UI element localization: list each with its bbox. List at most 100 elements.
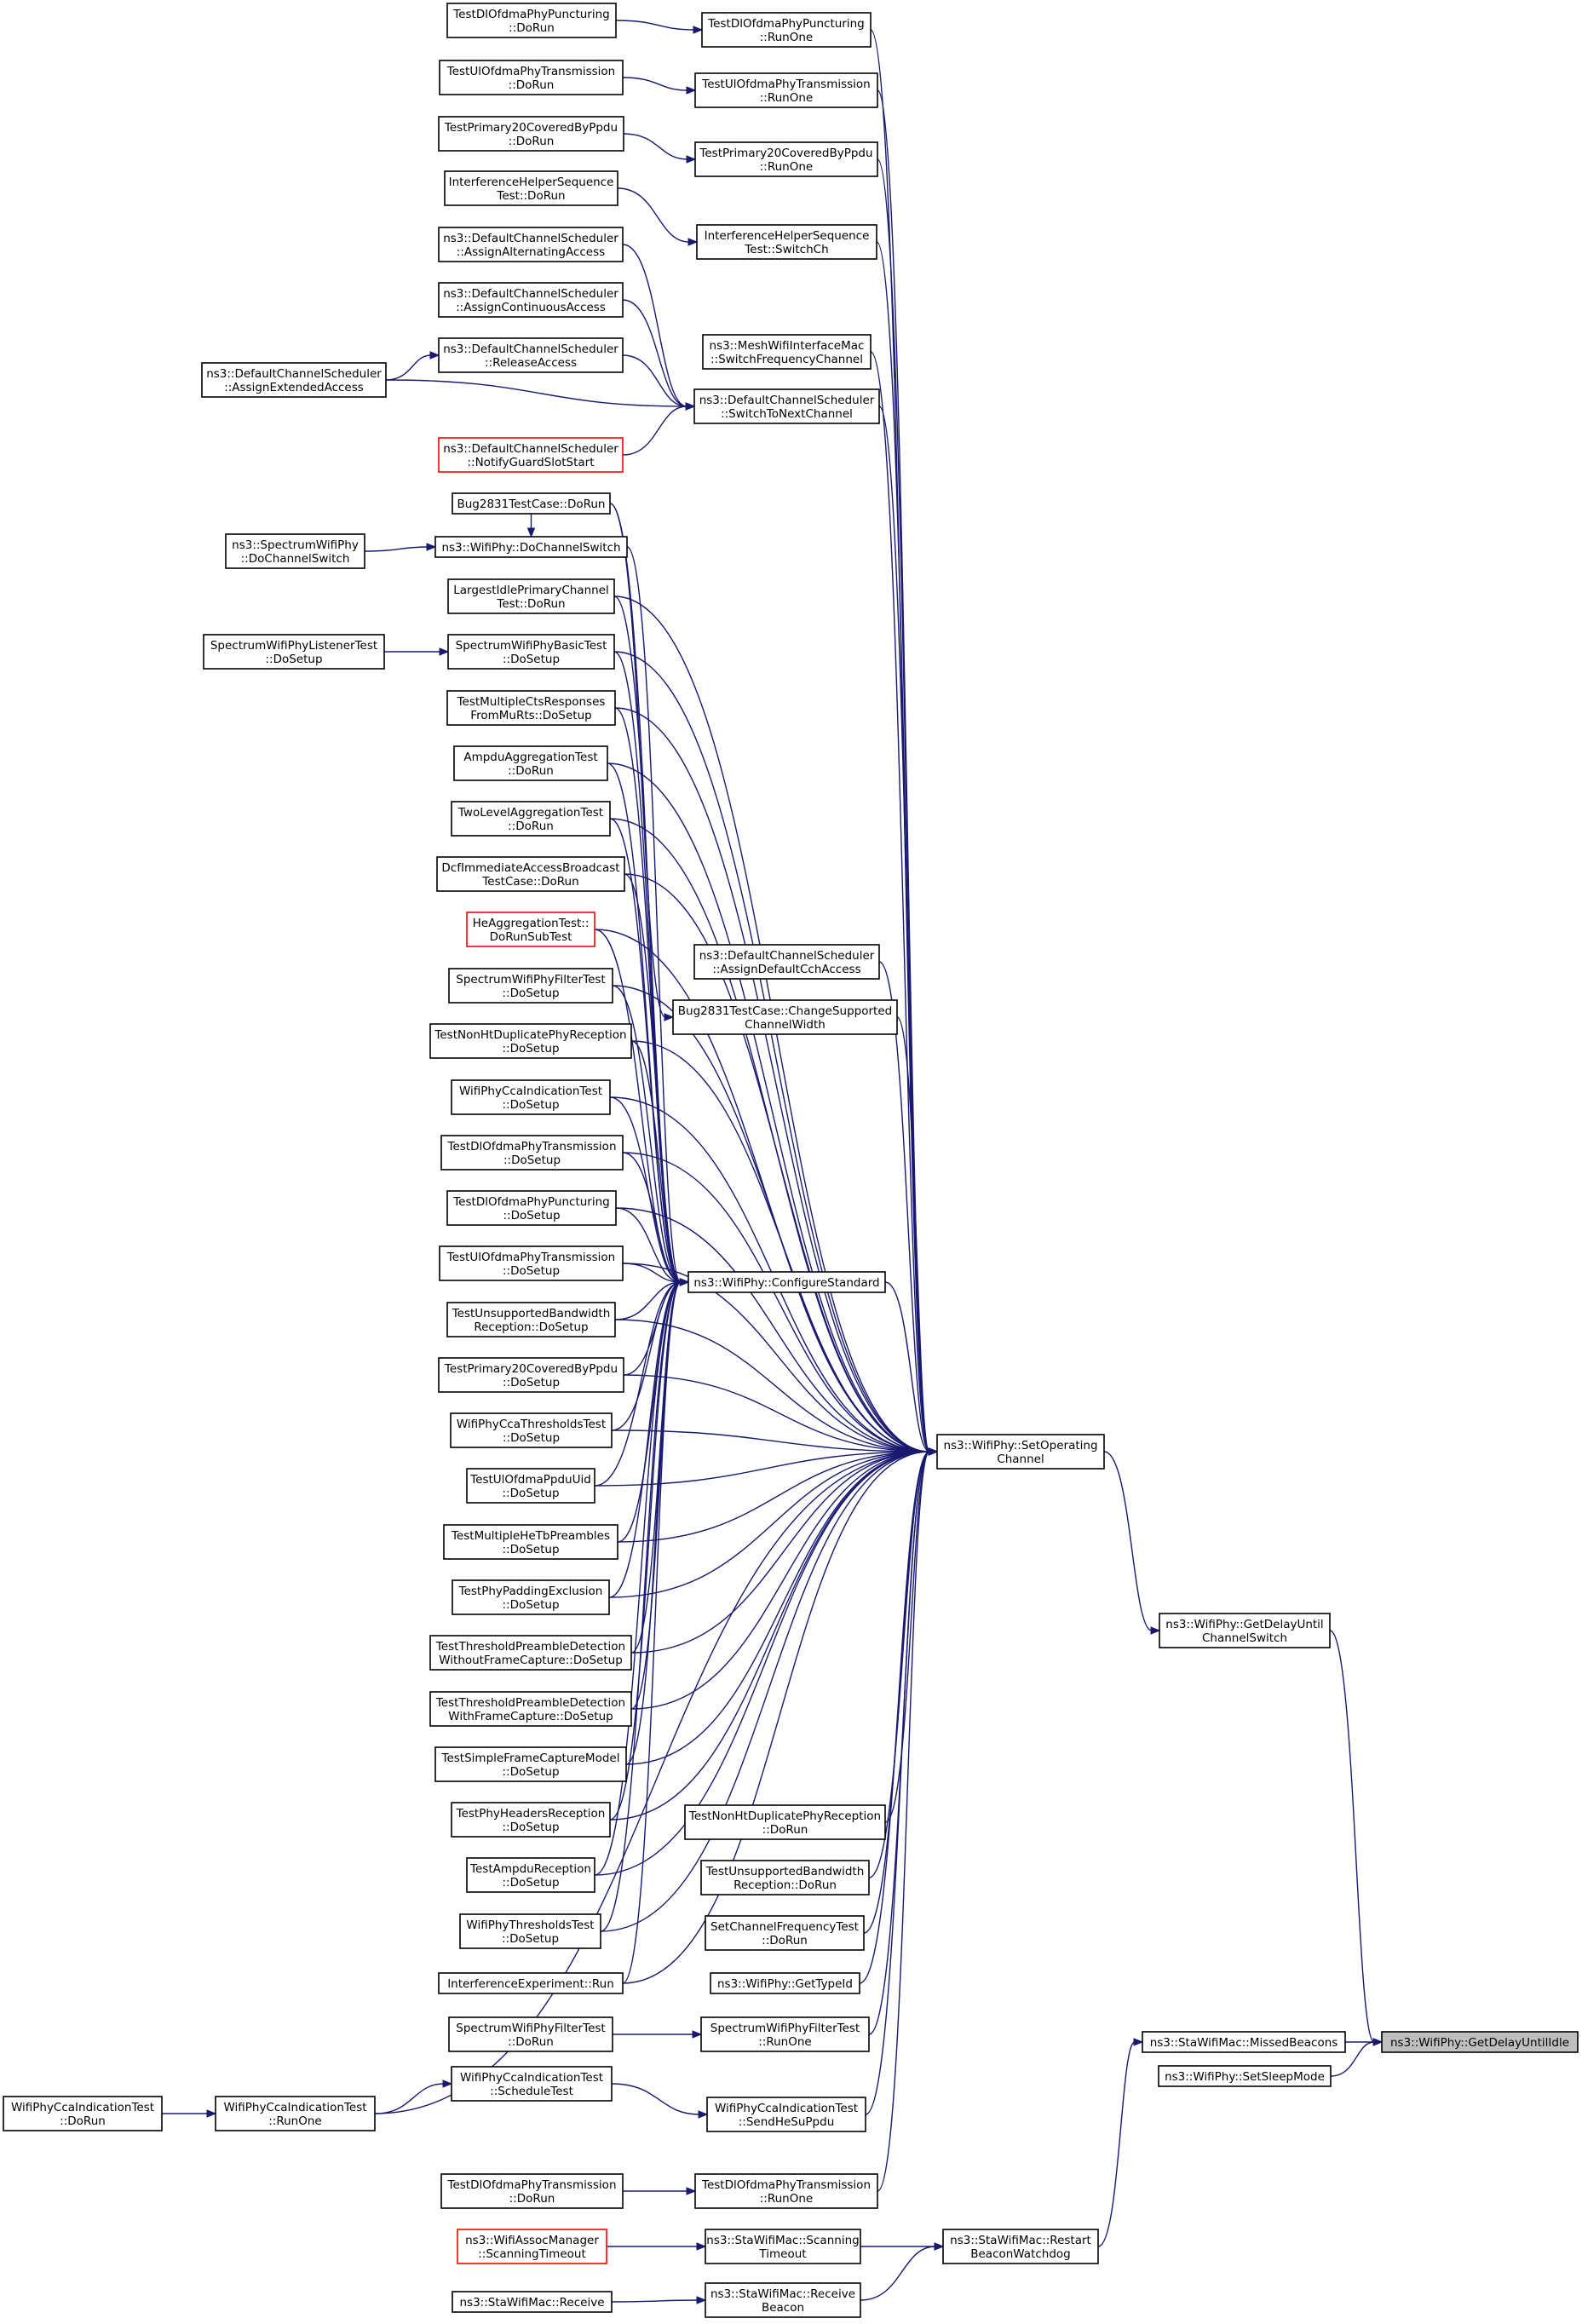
node-specbasic[interactable]: SpectrumWifiPhyBasicTest::DoSetup	[447, 634, 615, 670]
node-missedbeacons[interactable]: ns3::StaWifiMac::MissedBeacons	[1142, 2031, 1346, 2053]
node-bug2831-dorun[interactable]: Bug2831TestCase::DoRun	[452, 492, 611, 515]
node-bug2831-change[interactable]: Bug2831TestCase::ChangeSupportedChannelW…	[672, 999, 898, 1035]
node-specfilter-runone[interactable]: SpectrumWifiPhyFilterTest::RunOne	[700, 2016, 870, 2052]
node-ccaind-sendhesu[interactable]: WifiPhyCcaIndicationTest::SendHeSuPpdu	[706, 2097, 866, 2132]
node-label-line: TestNonHtDuplicatePhyReception	[688, 1809, 881, 1823]
node-phythr-setup[interactable]: WifiPhyThresholdsTest::DoSetup	[459, 1913, 601, 1949]
edge-n_dcs_assigndefault-to-n_setopch	[878, 961, 939, 1456]
node-ccaind-dorun[interactable]: WifiPhyCcaIndicationTest::DoRun	[3, 2096, 163, 2131]
node-speclistener[interactable]: SpectrumWifiPhyListenerTest::DoSetup	[203, 634, 385, 670]
node-tpd-wo-setup[interactable]: TestThresholdPreambleDetectionWithoutFra…	[429, 1635, 632, 1671]
node-setchfreq-dorun[interactable]: SetChannelFrequencyTest::DoRun	[705, 1915, 865, 1951]
node-label-line: ns3::WifiPhy::ConfigureStandard	[693, 1276, 879, 1290]
edge-arrowhead	[686, 86, 697, 95]
node-label-line: Channel	[997, 1452, 1044, 1466]
node-interfexp-run[interactable]: InterferenceExperiment::Run	[438, 1972, 624, 1994]
node-box	[466, 1857, 595, 1893]
node-tp20-setup[interactable]: TestPrimary20CoveredByPpdu::DoSetup	[438, 1357, 624, 1393]
node-ccathr-setup[interactable]: WifiPhyCcaThresholdsTest::DoSetup	[450, 1412, 613, 1448]
node-label-line: TestUlOfdmaPpduUid	[469, 1473, 591, 1487]
edge-line	[622, 354, 687, 407]
node-tulofdmatx-dorun[interactable]: TestUlOfdmaPhyTransmission::DoRun	[439, 60, 624, 95]
node-label-line: ::DoRun	[60, 2114, 106, 2128]
node-tp20-dorun[interactable]: TestPrimary20CoveredByPpdu::DoRun	[438, 116, 624, 152]
node-simplefc-setup[interactable]: TestSimpleFrameCaptureModel::DoSetup	[434, 1746, 627, 1782]
node-ulppduuid-setup[interactable]: TestUlOfdmaPpduUid::DoSetup	[466, 1468, 595, 1504]
node-ampduagg[interactable]: AmpduAggregationTest::DoRun	[453, 745, 608, 781]
node-dcs-assigndefault[interactable]: ns3::DefaultChannelScheduler::AssignDefa…	[693, 944, 880, 980]
node-phyhdr-setup[interactable]: TestPhyHeadersReception::DoSetup	[451, 1802, 611, 1838]
node-tdlpunct-setup[interactable]: TestDlOfdmaPhyPuncturing::DoSetup	[446, 1190, 617, 1226]
edge-arrowhead	[1150, 1626, 1161, 1635]
node-tulofdmatx-setup[interactable]: TestUlOfdmaPhyTransmission::DoSetup	[439, 1245, 624, 1281]
node-receive[interactable]: ns3::StaWifiMac::Receive	[452, 2291, 613, 2313]
node-heagg[interactable]: HeAggregationTest::DoRunSubTest	[466, 912, 595, 947]
node-padexcl-setup[interactable]: TestPhyPaddingExclusion::DoSetup	[452, 1579, 610, 1615]
node-tulofdmatx-runone[interactable]: TestUlOfdmaPhyTransmission::RunOne	[694, 72, 878, 108]
node-assocscan[interactable]: ns3::WifiAssocManager::ScanningTimeout	[457, 2229, 607, 2264]
node-nonht-setup[interactable]: TestNonHtDuplicatePhyReception::DoSetup	[429, 1023, 632, 1059]
node-ampdurx-setup[interactable]: TestAmpduReception::DoSetup	[466, 1857, 595, 1893]
node-multicts[interactable]: TestMultipleCtsResponsesFromMuRts::DoSet…	[446, 690, 616, 726]
node-label-line: Test::DoRun	[496, 189, 565, 203]
edge-n_speclistener-to-n_specbasic	[384, 647, 450, 656]
edge-n_restartbw-to-n_missedbeacons	[1097, 2038, 1144, 2247]
edge-line	[623, 1374, 930, 1452]
node-tpd-w-setup[interactable]: TestThresholdPreambleDetectionWithFrameC…	[429, 1691, 632, 1727]
node-tdlofdmatx-runone[interactable]: TestDlOfdmaPhyTransmission::RunOne	[694, 2173, 878, 2209]
node-specfilter-setup[interactable]: SpectrumWifiPhyFilterTest::DoSetup	[448, 968, 613, 1004]
edge-line	[877, 1451, 930, 2192]
node-specphy-dochswitch[interactable]: ns3::SpectrumWifiPhy::DoChannelSwitch	[225, 533, 365, 569]
edge-n_configstd-to-n_setopch	[884, 1281, 939, 1456]
node-dcs-altern[interactable]: ns3::DefaultChannelScheduler::AssignAlte…	[438, 227, 624, 262]
edge-n_tdlofdmatx_runone-to-n_setopch	[877, 1447, 939, 2192]
node-twolevelagg[interactable]: TwoLevelAggregationTest::DoRun	[451, 801, 611, 837]
node-ccaind-runone[interactable]: WifiPhyCcaIndicationTest::RunOne	[215, 2096, 376, 2131]
node-label-line: Test::SwitchCh	[744, 243, 828, 256]
node-tdlofdmatx-dorun[interactable]: TestDlOfdmaPhyTransmission::DoRun	[440, 2173, 624, 2209]
node-specfilter-dorun[interactable]: SpectrumWifiPhyFilterTest::DoRun	[448, 2016, 613, 2052]
node-dochswitch[interactable]: ns3::WifiPhy::DoChannelSwitch	[434, 536, 628, 558]
node-setsleepmode[interactable]: ns3::WifiPhy::SetSleepMode	[1158, 2065, 1332, 2087]
node-label-line: ::AssignExtendedAccess	[224, 381, 364, 394]
node-multihetb-setup[interactable]: TestMultipleHeTbPreambles::DoSetup	[443, 1524, 618, 1560]
edge-line	[884, 1281, 930, 1452]
node-tp20-runone[interactable]: TestPrimary20CoveredByPpdu::RunOne	[694, 141, 878, 177]
node-ccaind-schedule[interactable]: WifiPhyCcaIndicationTest::ScheduleTest	[451, 2066, 613, 2102]
node-tdlpunct-runone[interactable]: TestDlOfdmaPhyPuncturing::RunOne	[701, 12, 872, 48]
node-tdlofdmatx-setup[interactable]: TestDlOfdmaPhyTransmission::DoSetup	[440, 1135, 624, 1171]
edge-line	[878, 961, 930, 1452]
node-gettypeid[interactable]: ns3::WifiPhy::GetTypeId	[710, 1972, 860, 1994]
edge-arrowhead	[692, 2030, 703, 2039]
node-root[interactable]: ns3::WifiPhy::GetDelayUntilIdle	[1381, 2031, 1579, 2053]
node-dcfimm[interactable]: DcfImmediateAccessBroadcastTestCase::DoR…	[436, 856, 625, 892]
node-dcs-notify[interactable]: ns3::DefaultChannelScheduler::NotifyGuar…	[438, 437, 624, 473]
edge-n_ccaind_schedule-to-n_ccaind_sendhesu	[611, 2083, 709, 2119]
node-label-line: ::DoRun	[509, 135, 555, 148]
node-unsupbw-setup[interactable]: TestUnsupportedBandwidthReception::DoSet…	[446, 1302, 616, 1337]
node-dcs-switchnext[interactable]: ns3::DefaultChannelScheduler::SwitchToNe…	[693, 388, 880, 424]
node-mesh-switch[interactable]: ns3::MeshWifiInterfaceMac::SwitchFrequen…	[702, 334, 872, 370]
node-box	[429, 1635, 632, 1671]
node-ccaind-setup[interactable]: WifiPhyCcaIndicationTest::DoSetup	[451, 1079, 611, 1115]
node-dcs-release[interactable]: ns3::DefaultChannelScheduler::ReleaseAcc…	[438, 337, 624, 373]
node-dcs-extended[interactable]: ns3::DefaultChannelScheduler::AssignExte…	[201, 362, 387, 398]
node-label-line: ns3::DefaultChannelScheduler	[206, 367, 382, 381]
node-dcs-contin[interactable]: ns3::DefaultChannelScheduler::AssignCont…	[438, 282, 624, 318]
node-scantimeout[interactable]: ns3::StaWifiMac::ScanningTimeout	[705, 2229, 861, 2264]
node-tdlpunct-dorun[interactable]: TestDlOfdmaPhyPuncturing::DoRun	[446, 3, 617, 38]
node-label-line: ns3::WifiPhy::GetDelayUntil	[1165, 1618, 1323, 1631]
node-nonht-dorun[interactable]: TestNonHtDuplicatePhyReception::DoRun	[684, 1804, 886, 1840]
node-label-line: Test::DoRun	[496, 597, 565, 611]
node-label-line: ::DoSetup	[503, 1376, 560, 1389]
node-box	[1142, 2031, 1346, 2053]
node-configstd[interactable]: ns3::WifiPhy::ConfigureStandard	[687, 1271, 886, 1293]
